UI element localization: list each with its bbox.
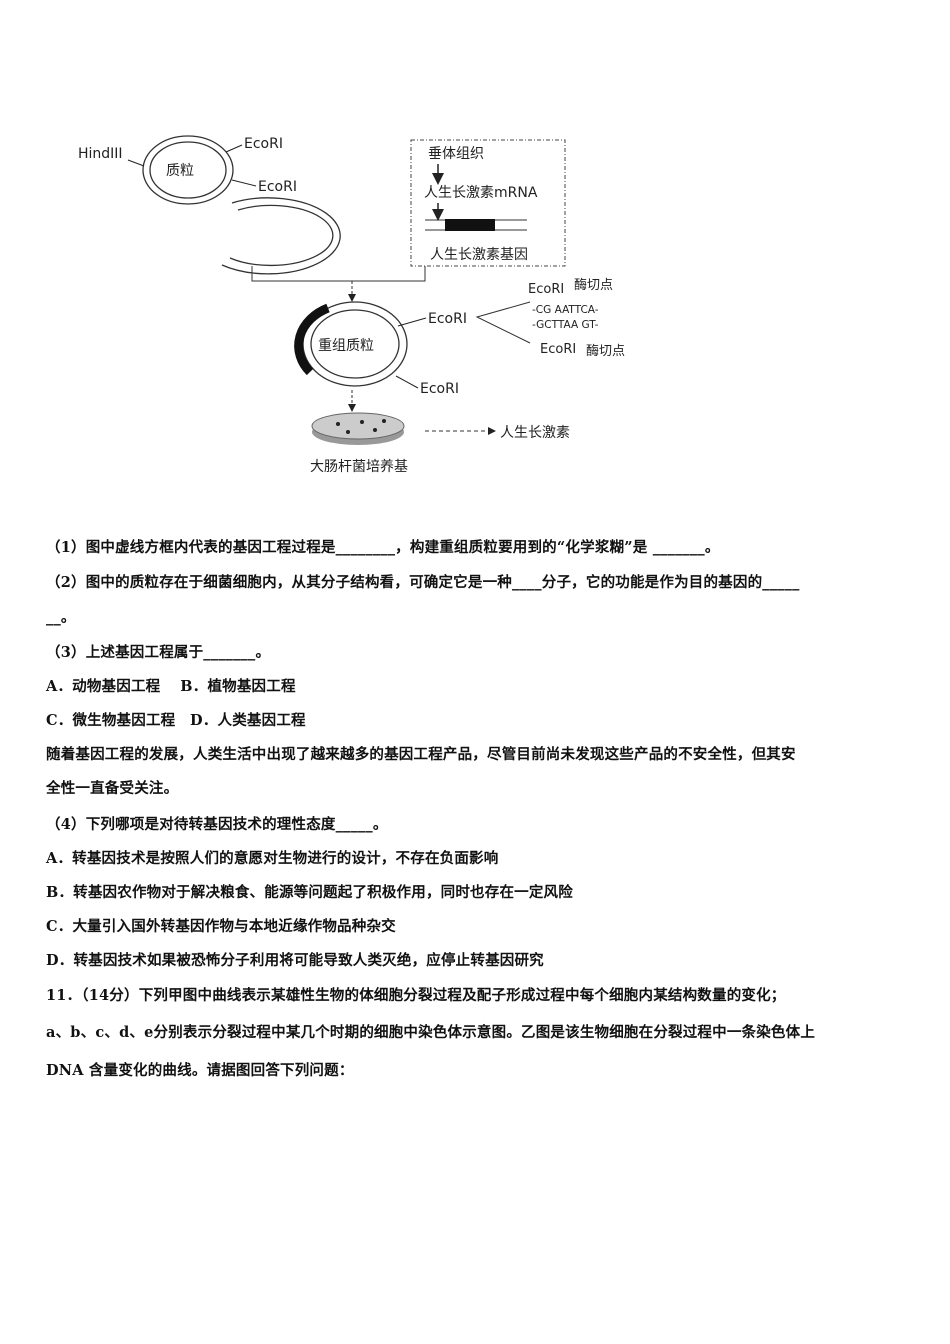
- options-cd: C．微生物基因工程 D．人类基因工程: [46, 712, 306, 729]
- recombinant-plasmid: [294, 301, 408, 387]
- option-b: B．转基因农作物对于解决粮食、能源等问题起了积极作用，同时也存在一定风险: [46, 884, 573, 901]
- ecori-label: EcoRI: [540, 342, 576, 357]
- paragraph: 随着基因工程的发展，人类生活中出现了越来越多的基因工程产品，尽管目前尚未发现这些…: [46, 746, 796, 763]
- opened-plasmid: [221, 197, 341, 275]
- hormone-label: 人生长激素: [500, 424, 570, 441]
- cut-site-label: 酶切点: [574, 277, 613, 293]
- sequence-top: -CG AATTCA-: [532, 304, 599, 316]
- ecori-label: EcoRI: [244, 136, 283, 152]
- ecori-label: EcoRI: [428, 311, 467, 327]
- plasmid: [142, 135, 234, 205]
- question-2-cont: __。: [46, 609, 76, 626]
- question-3: （3）上述基因工程属于_______。: [46, 644, 271, 661]
- tissue-label: 垂体组织: [428, 146, 484, 162]
- mrna-label: 人生长激素mRNA: [424, 184, 538, 201]
- petri-dish: [311, 412, 405, 445]
- dashed-box: [410, 139, 566, 267]
- question-2: （2）图中的质粒存在于细菌细胞内，从其分子结构看，可确定它是一种____分子，它…: [46, 574, 800, 591]
- question-11-cont: a、b、c、d、e分别表示分裂过程中某几个时期的细胞中染色体示意图。乙图是该生物…: [46, 1024, 816, 1041]
- question-1: （1）图中虚线方框内代表的基因工程过程是________，构建重组质粒要用到的“…: [46, 539, 720, 556]
- paragraph-cont: 全性一直备受关注。: [46, 780, 179, 797]
- option-d: D．转基因技术如果被恐怖分子利用将可能导致人类灭绝，应停止转基因研究: [46, 952, 544, 969]
- plasmid-label: 质粒: [166, 163, 194, 179]
- question-11-cont2: DNA 含量变化的曲线。请据图回答下列问题：: [46, 1062, 354, 1079]
- sequence-bottom: -GCTTAA GT-: [532, 319, 599, 331]
- medium-label: 大肠杆菌培养基: [310, 458, 408, 475]
- recombinant-label: 重组质粒: [318, 338, 374, 354]
- cut-site-label: 酶切点: [586, 343, 625, 359]
- question-11: 11．（14分）下列甲图中曲线表示某雄性生物的体细胞分裂过程及配子形成过程中每个…: [46, 987, 786, 1004]
- question-4: （4）下列哪项是对待转基因技术的理性态度_____。: [46, 816, 388, 833]
- ecori-label: EcoRI: [528, 282, 564, 297]
- gene-segment: [425, 219, 527, 231]
- option-a: A．转基因技术是按照人们的意愿对生物进行的设计，不存在负面影响: [46, 850, 499, 867]
- ecori-label: EcoRI: [420, 381, 459, 397]
- gene-engineering-diagram: 质粒 HindIII EcoRI EcoRI 垂体组织 人生长激素mRNA 人生…: [78, 135, 625, 475]
- option-c: C．大量引入国外转基因作物与本地近缘作物品种杂交: [46, 918, 396, 935]
- options-ab: A．动物基因工程 B．植物基因工程: [46, 678, 296, 695]
- gene-label: 人生长激素基因: [430, 246, 528, 263]
- hindiii-label: HindIII: [78, 146, 123, 162]
- ecori-label: EcoRI: [258, 179, 297, 195]
